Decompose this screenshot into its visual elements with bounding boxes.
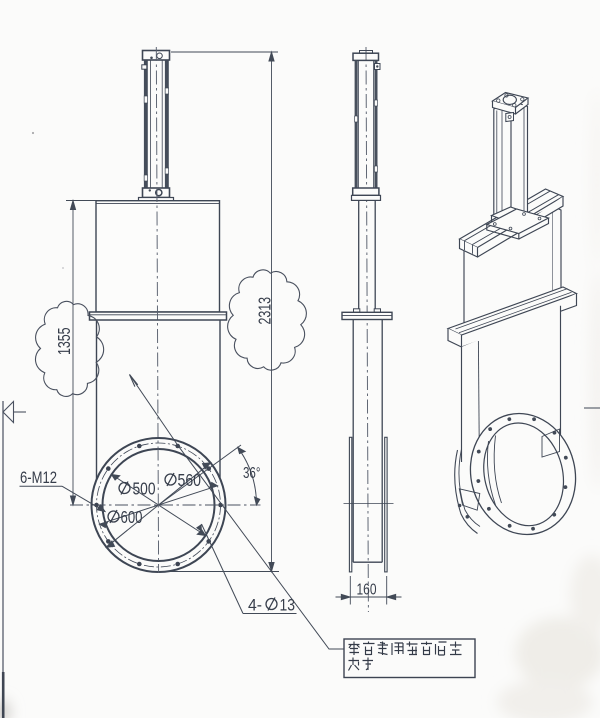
svg-text:560: 560 <box>178 470 202 490</box>
svg-text:2313: 2313 <box>255 297 275 325</box>
svg-text:4-: 4- <box>248 597 262 615</box>
svg-text:6-M12: 6-M12 <box>20 469 57 487</box>
svg-text:1355: 1355 <box>54 328 74 356</box>
svg-text:600: 600 <box>121 507 143 527</box>
svg-text:160: 160 <box>357 582 377 599</box>
svg-text:500: 500 <box>133 479 156 499</box>
svg-text:36°: 36° <box>243 465 261 482</box>
svg-text:13: 13 <box>280 597 296 615</box>
